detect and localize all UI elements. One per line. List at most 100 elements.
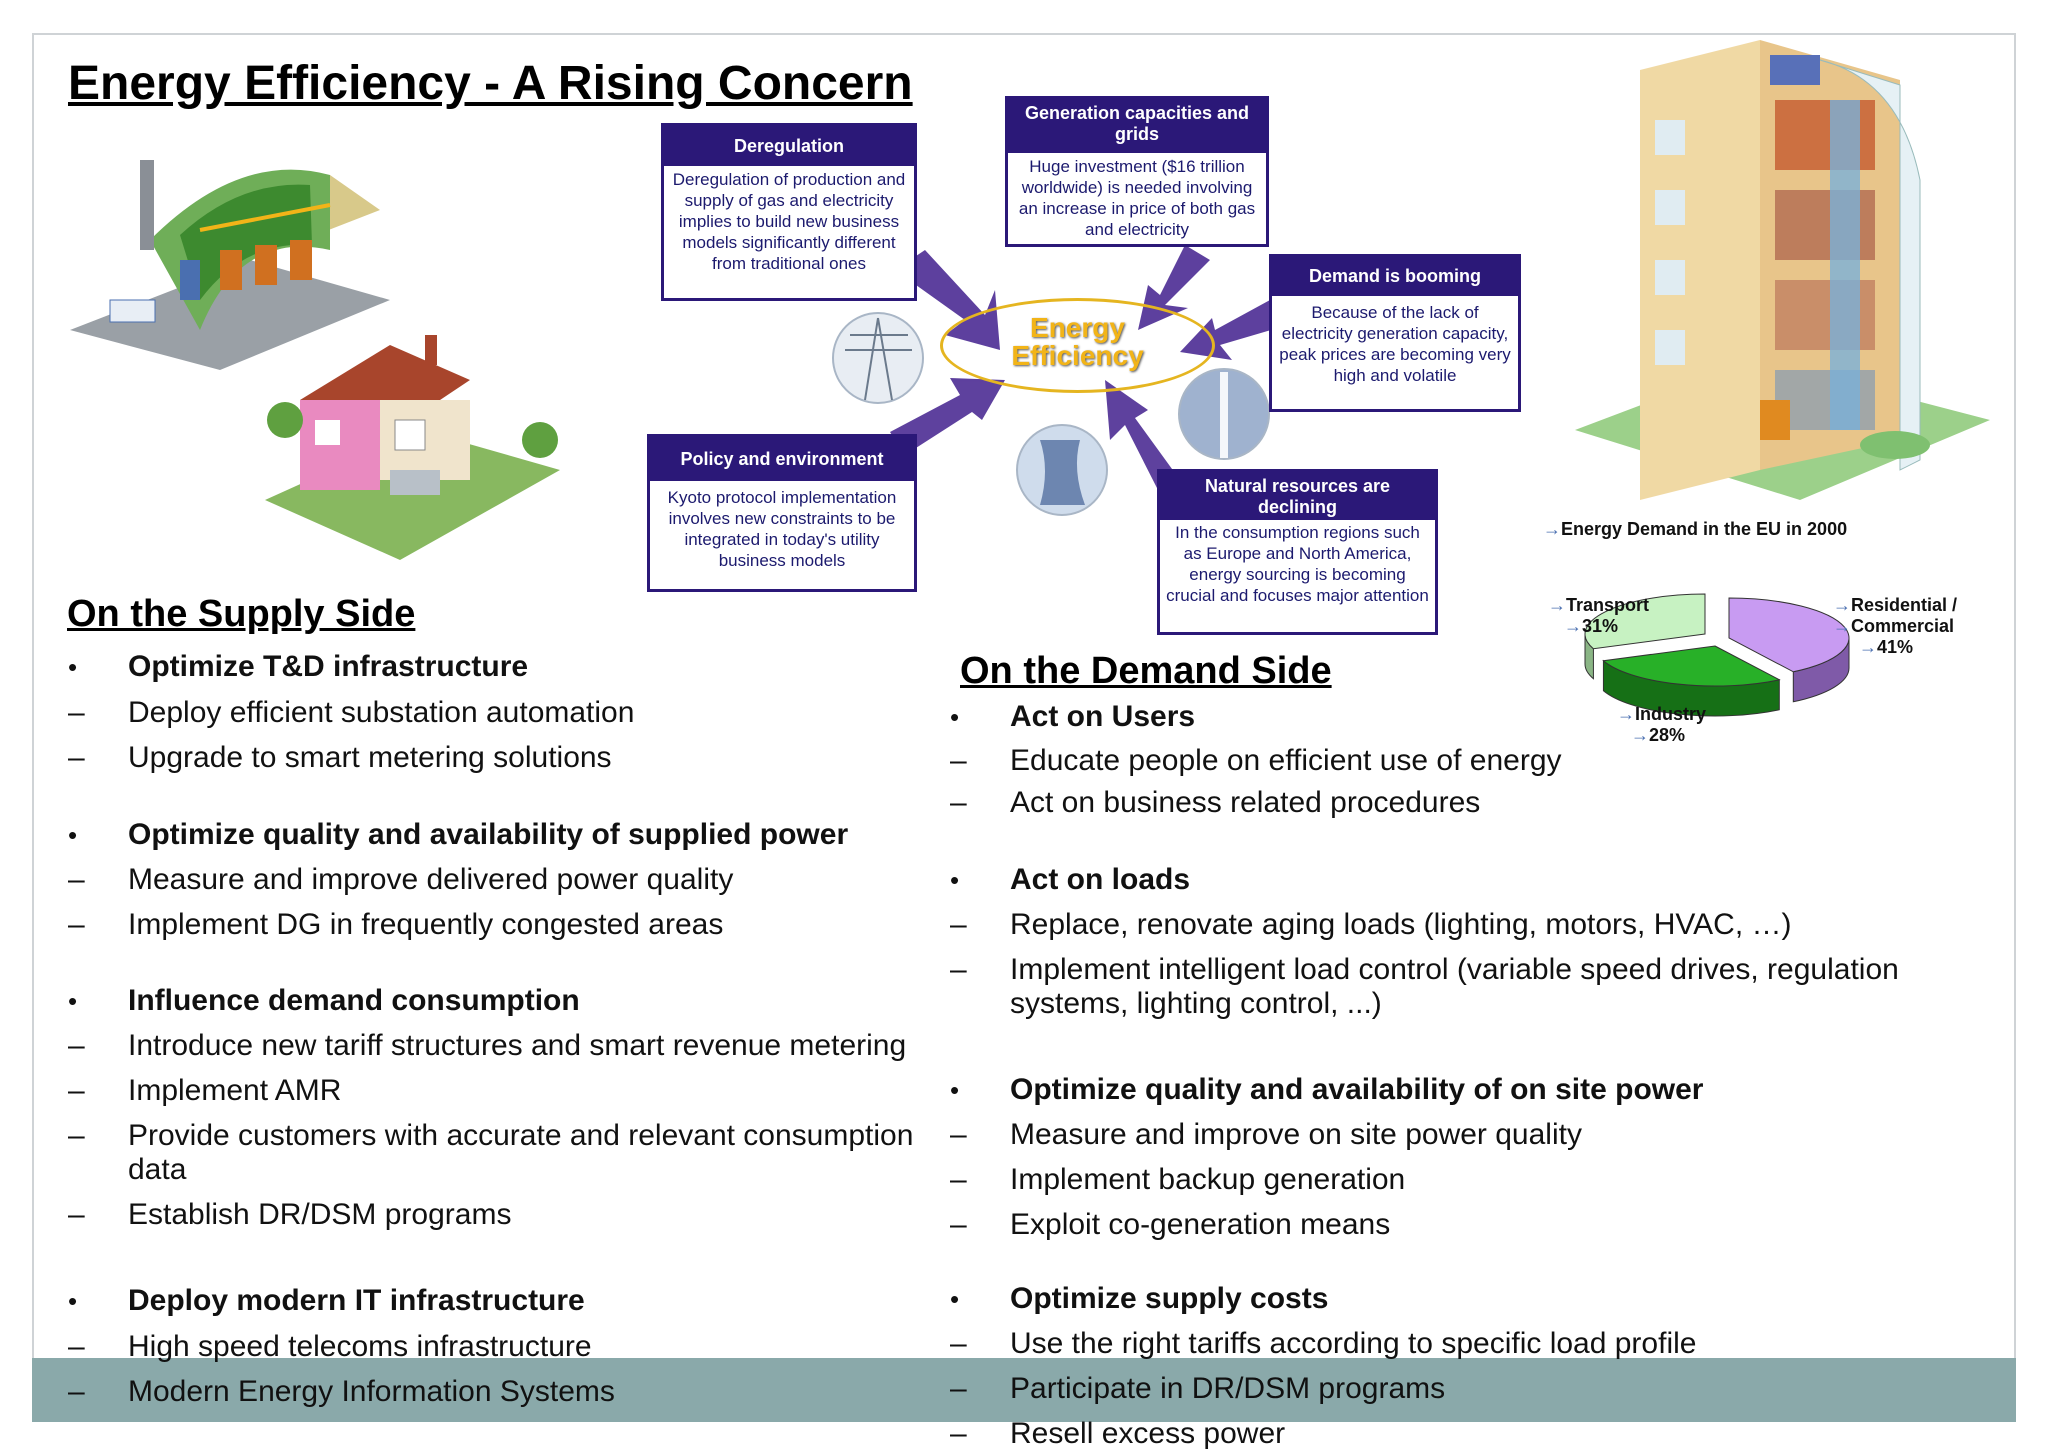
house-illustration [265,335,560,560]
generation-box: Generation capacities and grids Huge inv… [1005,96,1269,247]
list-marker: – [950,1372,967,1405]
list-text: Implement backup generation [1010,1163,1406,1196]
list-marker: • [68,652,78,682]
office-building-illustration [1575,40,1990,500]
box-header: Generation capacities and grids [1008,99,1266,153]
list-text: High speed telecoms infrastructure [128,1330,592,1363]
list-marker: – [68,863,85,896]
list-text: Measure and improve on site power qualit… [1010,1118,1582,1151]
footer-band [32,1358,2016,1422]
list-text: Use the right tariffs according to speci… [1010,1327,1697,1360]
list-text: Act on loads [1010,863,1191,896]
box-body: Huge investment ($16 trillion worldwide)… [1018,157,1256,239]
list-text-continued: data [128,1153,187,1186]
list-text: Replace, renovate aging loads (lighting,… [1010,908,1792,941]
pylon-photo [832,312,924,404]
list-text: Participate in DR/DSM programs [1010,1372,1446,1405]
arrow-icon: → [1631,725,1649,745]
list-marker: – [68,1074,85,1107]
power-plant-illustration [70,160,390,370]
list-marker: • [68,820,78,850]
pie-label-residential: →Residential / →Commercial →41% [1833,595,1958,657]
pie-slice-2 [1584,593,1706,650]
arrow-icon: → [1564,616,1582,636]
list-text: Influence demand consumption [128,984,580,1017]
list-marker: • [950,1075,960,1105]
list-text: Upgrade to smart metering solutions [128,741,612,774]
wind-turbine-photo [1178,368,1270,460]
arrow-icon: → [1617,704,1635,724]
list-text: Exploit co-generation means [1010,1208,1391,1241]
list-marker: – [68,696,85,729]
commercial-label: Commercial [1851,616,1955,636]
arrow-icon: → [1543,519,1561,539]
pie-label-transport: →Transport →31% [1548,595,1650,636]
policy-box: Policy and environment Kyoto protocol im… [647,434,917,592]
list-marker: – [950,1208,967,1241]
list-marker: – [68,741,85,774]
list-text: Implement AMR [128,1074,342,1107]
list-marker: – [950,786,967,819]
list-text-continued: systems, lighting control, ...) [1010,987,1382,1020]
list-text: Optimize supply costs [1010,1282,1329,1315]
box-body: Because of the lack of electricity gener… [1279,303,1511,385]
box-body: In the consumption regions such as Europ… [1166,523,1429,605]
list-text: Implement intelligent load control (vari… [1010,953,1899,986]
list-marker: • [68,1286,78,1316]
list-text: Deploy modern IT infrastructure [128,1284,585,1317]
list-marker: – [68,1198,85,1231]
list-marker: – [950,953,967,986]
list-text: Implement DG in frequently congested are… [128,908,724,941]
arrow-icon: → [1833,595,1851,615]
box-header: Natural resources are declining [1160,472,1435,520]
list-text: Optimize quality and availability of sup… [128,818,849,851]
list-marker: – [950,1327,967,1360]
pie-label-industry: →Industry →28% [1617,704,1707,745]
residential-label: Residential / [1851,595,1958,615]
list-text: Establish DR/DSM programs [128,1198,512,1231]
list-marker: • [950,865,960,895]
arrow-icon: → [1833,616,1851,636]
box-body: Deregulation of production and supply of… [672,170,906,273]
list-text: Provide customers with accurate and rele… [128,1119,914,1152]
list-marker: – [68,1330,85,1363]
cooling-tower-photo [1016,424,1108,516]
list-marker: – [68,1375,85,1408]
list-text: Measure and improve delivered power qual… [128,863,734,896]
energy-efficiency-label: Energy Efficiency [1011,312,1144,371]
arrow-icon: → [1859,637,1877,657]
natural-resources-box: Natural resources are declining In the c… [1157,469,1438,635]
arrow-icon: → [1548,595,1566,615]
list-marker: – [68,1119,85,1152]
list-text: Optimize T&D infrastructure [128,650,529,683]
list-marker: • [950,1284,960,1314]
list-text: Deploy efficient substation automation [128,696,635,729]
pie-slice-0 [1728,597,1850,673]
list-marker: – [950,1118,967,1151]
list-marker: – [950,744,967,777]
list-marker: – [950,908,967,941]
box-header: Demand is booming [1272,257,1518,296]
list-marker: – [950,1163,967,1196]
list-marker: – [950,1417,967,1450]
list-text: Optimize quality and availability of on … [1010,1073,1704,1106]
list-marker: – [68,1029,85,1062]
list-marker: – [68,908,85,941]
demand-side-heading: On the Demand Side [960,650,1332,692]
box-body: Kyoto protocol implementation involves n… [667,488,897,570]
demand-box: Demand is booming Because of the lack of… [1269,254,1521,412]
pie-slice-1 [1602,645,1781,687]
list-text: Act on Users [1010,700,1196,733]
page-title: Energy Efficiency - A Rising Concern [68,57,913,110]
deregulation-box: Deregulation Deregulation of production … [661,123,917,301]
box-header: Policy and environment [650,437,914,481]
energy-efficiency-oval [940,298,1215,393]
chart-title: →Energy Demand in the EU in 2000 [1543,519,1848,539]
list-text: Introduce new tariff structures and smar… [128,1029,907,1062]
list-text: Modern Energy Information Systems [128,1375,615,1408]
list-text: Educate people on efficient use of energ… [1010,744,1562,777]
list-marker: • [68,986,78,1016]
box-header: Deregulation [664,126,914,166]
